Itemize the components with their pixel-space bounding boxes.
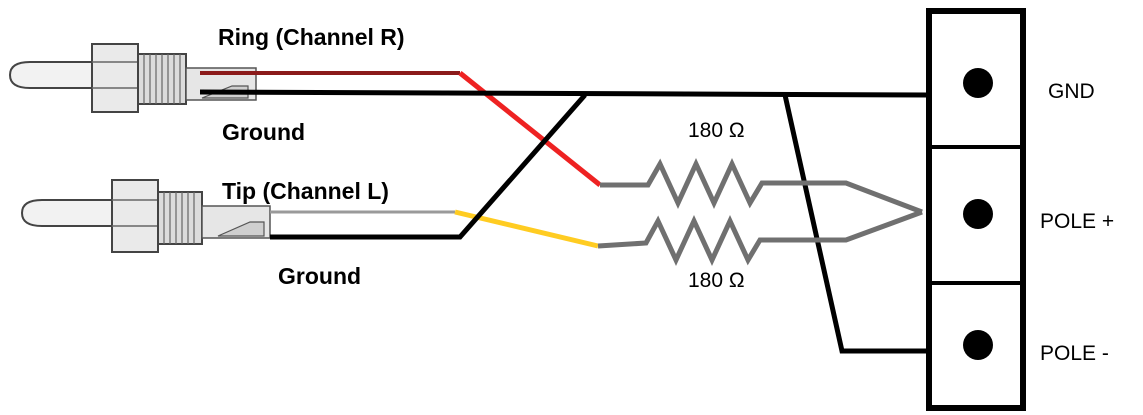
resistor-top xyxy=(600,158,923,215)
bottom-audio-plug-icon xyxy=(20,179,271,253)
gnd-screw-icon xyxy=(963,68,993,98)
ground-wires xyxy=(199,89,930,354)
gnd-label: GND xyxy=(1048,80,1095,103)
top-audio-plug-icon xyxy=(8,43,257,113)
tip-wire xyxy=(270,209,599,249)
ring-label: Ring (Channel R) xyxy=(218,24,405,50)
resistor-top-label: 180 Ω xyxy=(688,119,745,142)
pole-plus-screw-icon xyxy=(963,199,993,229)
ground-top-label: Ground xyxy=(222,119,305,145)
tip-label: Tip (Channel L) xyxy=(222,178,389,204)
pole-minus-screw-icon xyxy=(963,330,993,360)
terminal-block xyxy=(926,8,1026,411)
resistor-bottom-label: 180 Ω xyxy=(688,269,745,292)
pole-plus-label: POLE + xyxy=(1040,210,1114,233)
resistor-bottom xyxy=(597,209,923,266)
pole-minus-label: POLE - xyxy=(1040,342,1109,365)
ground-bottom-label: Ground xyxy=(278,263,361,289)
